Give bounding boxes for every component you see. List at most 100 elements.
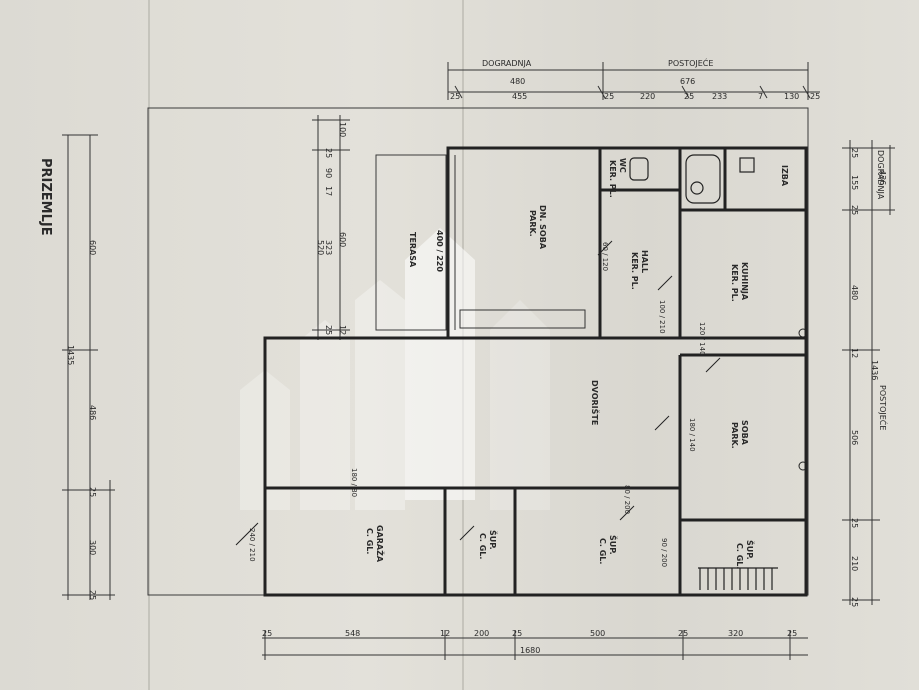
left-dim-seg: 25 <box>88 590 97 600</box>
right-dim-seg: 506 <box>850 430 859 445</box>
parcel-outline <box>147 107 809 596</box>
right-dim-seg: 155 <box>850 175 859 190</box>
room-terasa-dim: 400 / 220 <box>435 230 444 272</box>
opening-door-b: 120 / 140 <box>698 322 706 356</box>
room-soba-floor: PARK. <box>730 422 739 449</box>
opening-labels: 240 / 210 180 / 80 120 / 140 180 / 140 9… <box>248 242 706 567</box>
top-dim-seg: 7 <box>758 92 763 101</box>
room-izba-name: IZBA <box>780 165 789 187</box>
house-walls <box>263 146 808 597</box>
top-dim-segments: 25 455 25 220 25 233 7 130 25 <box>450 92 820 101</box>
right-dim-seg: 25 <box>850 518 859 528</box>
room-garaza-name: GARAŽA <box>375 525 386 563</box>
top-dim-seg: 25 <box>810 92 820 101</box>
room-dvoriste-name: DVORIŠTE <box>590 380 601 425</box>
top-dim-seg: 233 <box>712 92 727 101</box>
top-dim-seg: 130 <box>784 92 799 101</box>
room-dnevna-name: DN. SOBA <box>538 205 547 250</box>
room-kuhinja-name: KUHINJA <box>740 262 749 301</box>
left-dimension-chain <box>62 115 350 600</box>
top-dim-seg: 25 <box>684 92 694 101</box>
right-dim-seg: 25 <box>850 148 859 158</box>
opening-garage-door: 240 / 210 <box>248 528 256 562</box>
column-markers <box>798 328 808 471</box>
top-dim-seg: 25 <box>604 92 614 101</box>
top-dimension-chain <box>447 62 820 100</box>
right-dim-seg: 25 <box>850 205 859 215</box>
left-dim-seg: 1435 <box>66 345 75 365</box>
bottom-dim-seg: 500 <box>590 629 605 638</box>
opening-door-e: 80 / 200 <box>623 485 631 514</box>
left-dim-seg: 486 <box>88 405 97 420</box>
bottom-dim-seg: 25 <box>262 629 272 638</box>
stairs <box>698 567 778 590</box>
bottom-dim-seg: 25 <box>512 629 522 638</box>
room-ostava2-name: ŠUP. <box>608 535 619 555</box>
room-hall-name: HALL <box>640 250 649 273</box>
plan-title: PRIZEMLJE <box>38 158 53 236</box>
bottom-dim-seg: 25 <box>787 629 797 638</box>
bottom-dim-seg: 320 <box>728 629 743 638</box>
room-garaza-floor: C. GL. <box>365 528 374 554</box>
bottom-dim-seg: 548 <box>345 629 360 638</box>
room-ostava2-floor: C. GL. <box>598 538 607 564</box>
left-stack-seg: 12 <box>338 325 347 335</box>
top-dim-section-left: DOGRADNJA <box>482 59 532 68</box>
right-dim-segments: DOGRADNJA 436 25 155 25 480 12 506 25 21… <box>850 148 889 607</box>
right-dim-seg: 25 <box>850 597 859 607</box>
terrace-outline <box>375 154 447 331</box>
right-dim-section: POSTOJEĆE <box>878 385 889 430</box>
left-dim-seg: 600 <box>88 240 97 255</box>
bottom-dim-seg: 12 <box>440 629 450 638</box>
room-ostava3-floor: C. GL. <box>735 543 744 569</box>
top-dim-seg: 25 <box>450 92 460 101</box>
left-stack-seg: 90 <box>324 168 333 178</box>
bottom-dim-total: 1680 <box>520 646 540 655</box>
left-dim-seg: 300 <box>88 540 97 555</box>
room-wc-floor: KER. PL. <box>608 160 617 198</box>
left-stack-seg: 25 <box>324 148 333 158</box>
opening-door-d: 90 / 200 <box>660 538 668 567</box>
room-kuhinja-floor: KER. PL. <box>730 264 739 302</box>
room-ostava3-name: ŠUP. <box>745 540 756 560</box>
room-ostava1-name: ŠUP. <box>488 530 499 550</box>
right-dim-seg: 12 <box>850 348 859 358</box>
left-stack-seg: 17 <box>324 186 333 196</box>
right-dimension-chain <box>842 140 895 605</box>
room-hall-floor: KER. PL. <box>630 252 639 290</box>
right-dim-seg: 480 <box>850 285 859 300</box>
door-swings <box>235 240 721 546</box>
right-dim-seg: 210 <box>850 556 859 571</box>
bathroom-fixtures <box>629 154 755 204</box>
room-labels: DN. SOBA PARK. TERASA 400 / 220 HALL KER… <box>365 158 789 569</box>
left-dim-segments: 600 1435 486 25 300 25 100 25 90 17 323 … <box>66 122 347 600</box>
bottom-dim-segments: 25 548 12 200 25 500 25 320 25 1680 <box>262 629 797 655</box>
top-dim-section-left-value: 480 <box>510 77 525 86</box>
opening-door-a: 180 / 80 <box>350 468 358 497</box>
right-dim-section-value: 1436 <box>870 360 879 380</box>
opening-door-c: 180 / 140 <box>688 418 696 452</box>
opening-door-g: 100 / 210 <box>658 300 666 334</box>
left-stack-seg: 323 <box>324 240 333 255</box>
paper-fold-line <box>148 0 150 690</box>
left-stack-seg: 600 <box>338 232 347 247</box>
left-stack-seg: 25 <box>324 325 333 335</box>
room-ostava1-floor: C. GL. <box>478 533 487 559</box>
room-dnevna-floor: PARK. <box>528 210 537 237</box>
opening-door-f: 60 / 120 <box>601 242 609 271</box>
terrace-rails <box>454 155 586 330</box>
bottom-dim-seg: 200 <box>474 629 489 638</box>
left-dim-seg: 25 <box>88 487 97 497</box>
bottom-dimension-chain <box>262 630 808 660</box>
light-reflection <box>240 228 550 510</box>
room-terasa-name: TERASA <box>408 232 417 268</box>
top-dim-section-right: POSTOJEĆE <box>668 57 713 68</box>
room-wc-name: WC <box>618 158 627 173</box>
top-dim-seg: 220 <box>640 92 655 101</box>
bottom-dim-seg: 25 <box>678 629 688 638</box>
right-dim-label: DOGRADNJA <box>876 150 885 200</box>
top-dim-seg: 455 <box>512 92 527 101</box>
left-stack-seg: 520 <box>316 240 325 255</box>
